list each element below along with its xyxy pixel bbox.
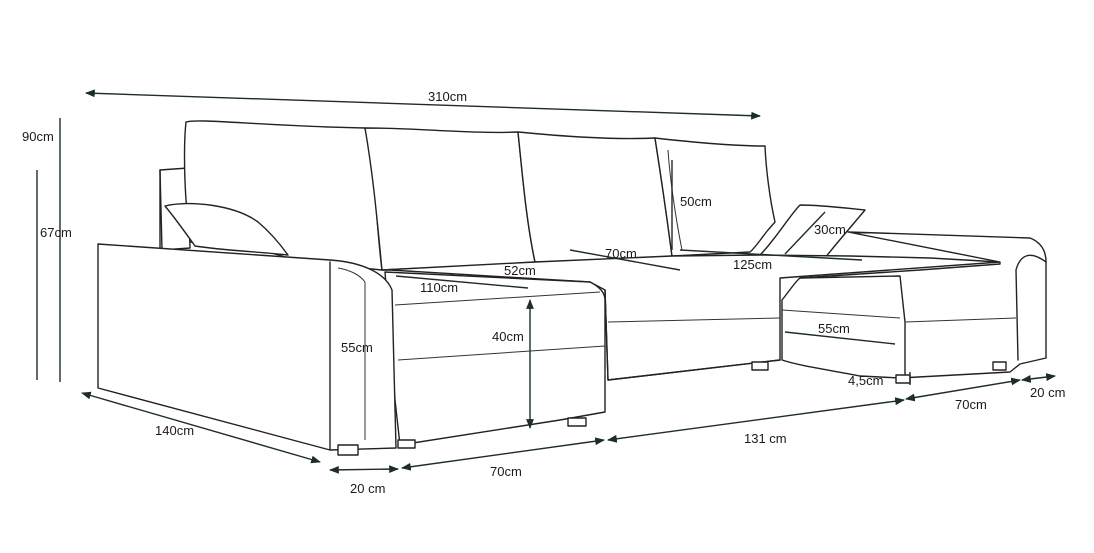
label-seat-depth-left: 52cm: [504, 263, 536, 278]
label-ottoman-length: 125cm: [733, 257, 772, 272]
label-left-seat-width: 70cm: [490, 464, 522, 479]
throw-pillow-left: [164, 202, 289, 256]
label-arm-height: 55cm: [341, 340, 373, 355]
left-chaise: [384, 271, 606, 446]
right-chaise: [781, 231, 1047, 379]
label-left-arm-width: 20 cm: [350, 481, 385, 496]
dimension-labels: 310cm 90cm 67cm 50cm 30cm 70cm 52cm 125c…: [22, 89, 1065, 496]
label-mid-width: 131 cm: [744, 431, 787, 446]
dim-line-right-seat: [905, 377, 1021, 402]
label-seat-depth-mid: 70cm: [605, 246, 637, 261]
dim-line-seat-mid: [569, 249, 681, 271]
dim-line-chaise-length: [395, 275, 529, 289]
dim-line-left-arm: [329, 465, 399, 474]
leg-1: [337, 444, 359, 456]
sofa-outline: [97, 120, 1047, 456]
dim-line-right-arm: [1021, 373, 1056, 383]
dim-line-mid-width: [607, 397, 905, 443]
label-right-seat-width: 70cm: [955, 397, 987, 412]
label-small-cushion: 30cm: [814, 222, 846, 237]
dim-line-storage: [784, 331, 896, 345]
label-back-height: 67cm: [40, 225, 72, 240]
label-chaise-height: 40cm: [492, 329, 524, 344]
dim-line-total-width: [85, 89, 761, 120]
leg-6: [992, 361, 1007, 371]
back-cushion-2: [364, 127, 536, 271]
leg-2: [397, 439, 416, 449]
dim-line-ottoman: [679, 249, 863, 261]
back-cushion-4: [654, 137, 776, 257]
leg-3: [567, 417, 587, 427]
label-right-arm-width: 20 cm: [1030, 385, 1065, 400]
label-left-depth: 140cm: [155, 423, 194, 438]
dim-line-small-cushion: [784, 211, 826, 255]
label-total-width: 310cm: [428, 89, 467, 104]
dim-line-left-seat: [401, 437, 605, 471]
dimension-lines: [36, 89, 1056, 474]
back-cushion-3: [517, 131, 673, 263]
label-chaise-length: 110cm: [420, 280, 458, 295]
label-storage-height: 55cm: [818, 321, 850, 336]
label-leg-height: 4,5cm: [848, 373, 883, 388]
leg-4: [751, 361, 769, 371]
dim-line-left-depth: [81, 391, 321, 464]
leg-5: [895, 374, 911, 384]
label-cushion-height: 50cm: [680, 194, 712, 209]
label-total-height: 90cm: [22, 129, 54, 144]
